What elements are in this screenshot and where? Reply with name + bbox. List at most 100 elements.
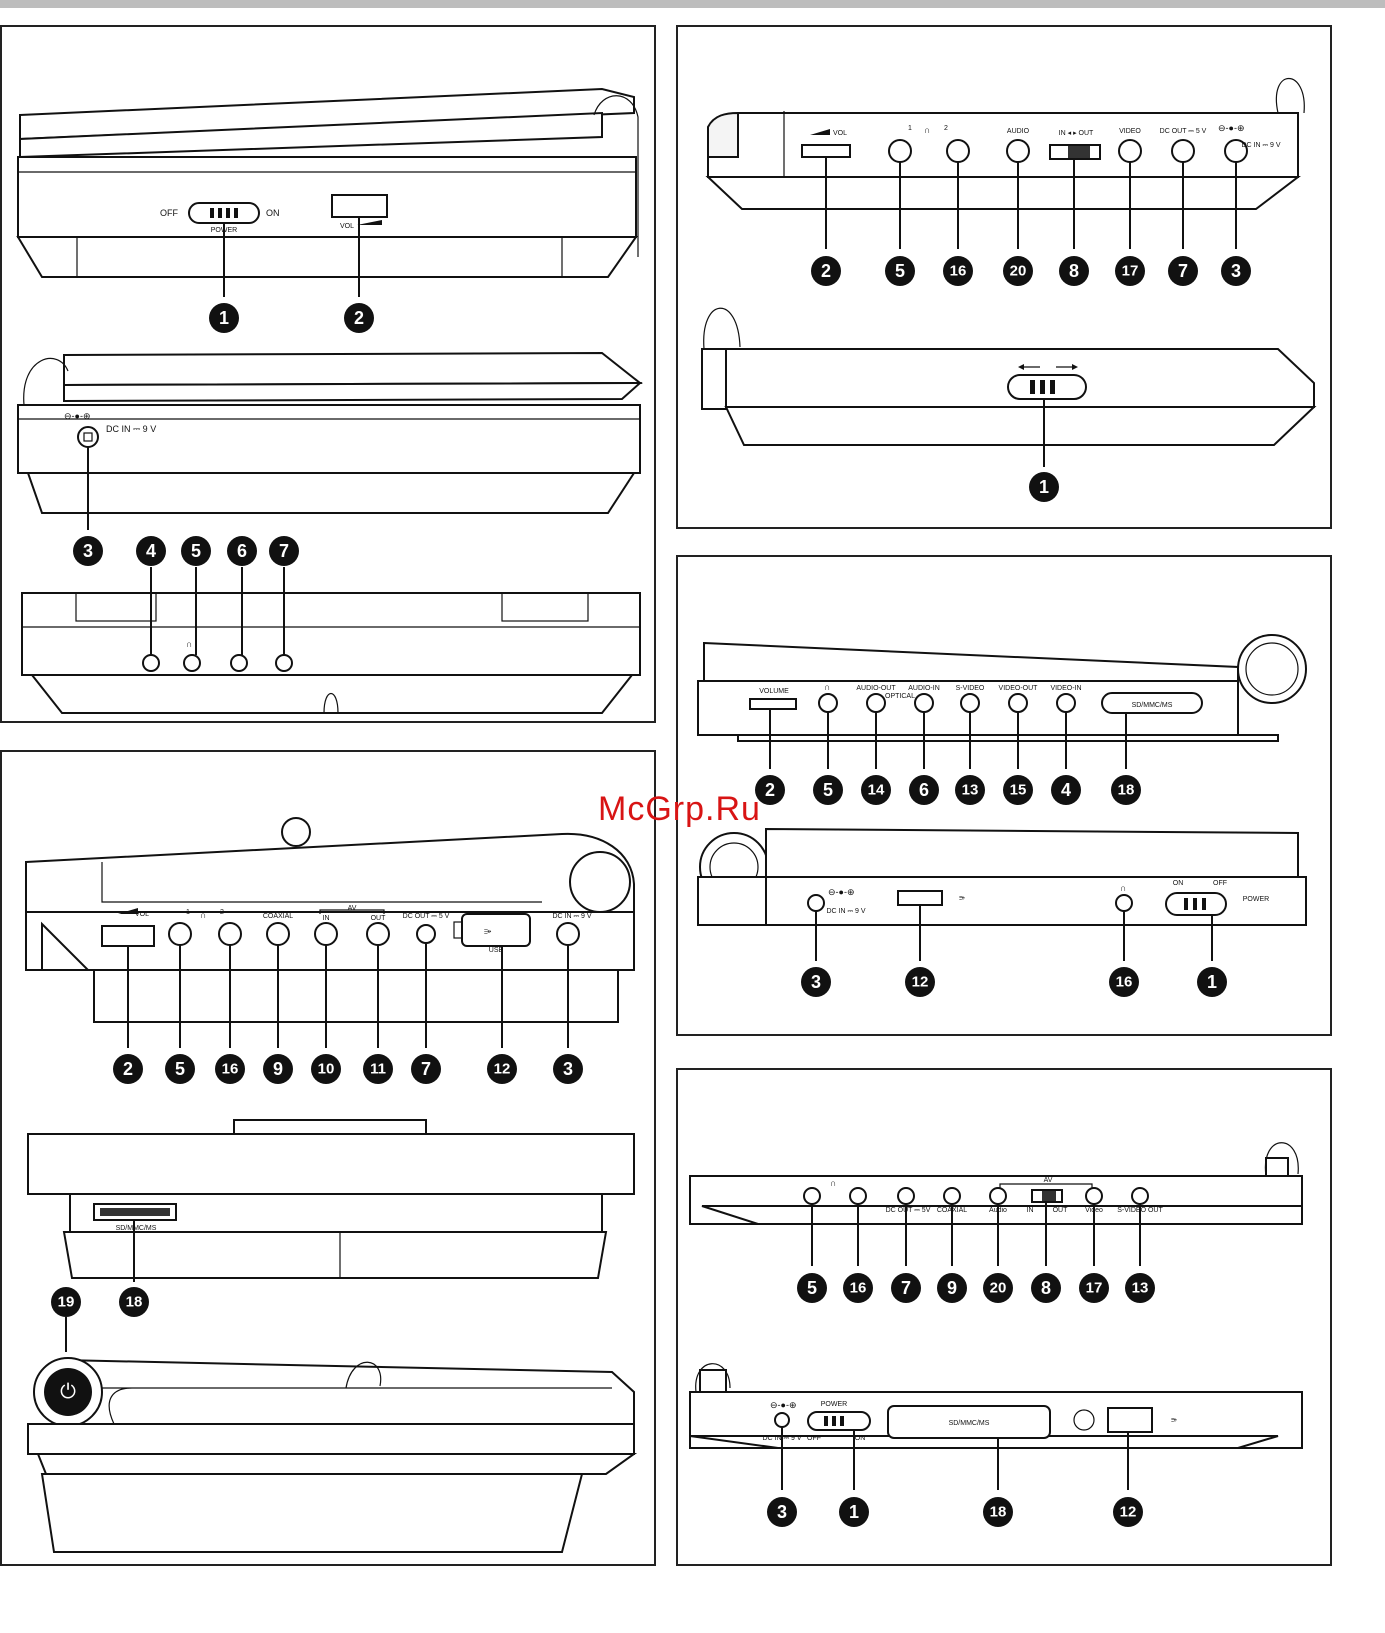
- label-vol: VOL: [135, 911, 149, 918]
- callout-3: 3: [73, 536, 103, 566]
- top-gray-bar: [0, 0, 1385, 8]
- headphone-icon: ∩: [830, 1178, 836, 1188]
- svg-text:2: 2: [821, 261, 831, 281]
- label-in: IN: [1027, 1207, 1034, 1214]
- svg-text:13: 13: [962, 782, 979, 799]
- svg-text:18: 18: [1118, 782, 1135, 799]
- polarity-symbols: ⊖-●-⊕: [64, 411, 91, 421]
- callout-5: 5: [181, 536, 211, 566]
- panel-bottom-left-drawing: VOL 1 2 ∩ COAXIAL AV IN OUT DC OUT ⎓ 5 V…: [25, 817, 638, 1553]
- usb-icon: ⭄: [1171, 1417, 1177, 1424]
- svg-text:5: 5: [175, 1059, 185, 1079]
- label-sd-mmc-ms: SD/MMC/MS: [1132, 702, 1173, 709]
- svg-text:5: 5: [191, 541, 201, 561]
- svg-text:5: 5: [807, 1278, 817, 1298]
- label-in-out: IN ◂ ▸ OUT: [1059, 130, 1094, 137]
- svg-text:11: 11: [370, 1061, 386, 1078]
- label-on: ON: [1173, 880, 1184, 887]
- panel-middle-right: VOLUME ∩ AUDIO-OUT OPTICAL AUDIO-IN S-VI…: [676, 555, 1332, 1036]
- label-power: POWER: [1243, 896, 1269, 903]
- callout-8: 8: [1031, 1273, 1061, 1303]
- svg-text:7: 7: [901, 1278, 911, 1298]
- usb-icon: ⭄: [959, 895, 965, 902]
- svg-text:3: 3: [563, 1059, 573, 1079]
- label-hp2: 2: [944, 125, 948, 132]
- polarity-symbols: ⊖-●-⊕: [828, 887, 855, 897]
- callout-5: 5: [165, 1054, 195, 1084]
- panel-top-right: VOL 1 2 ∩ AUDIO IN ◂ ▸ OUT VIDEO DC OUT …: [676, 25, 1332, 529]
- callout-17: 17: [1079, 1273, 1109, 1303]
- label-off: OFF: [1213, 880, 1227, 887]
- callout-4: 4: [1051, 775, 1081, 805]
- callout-1: 1: [1029, 472, 1059, 502]
- label-hp2: 2: [220, 909, 224, 916]
- device-side-dcin: ⊖-●-⊕ DC IN ⎓ 9 V: [17, 351, 643, 514]
- callout-18: 18: [983, 1497, 1013, 1527]
- headphone-icon: ∩: [200, 910, 206, 920]
- svg-text:4: 4: [146, 541, 156, 561]
- svg-text:8: 8: [1069, 261, 1079, 281]
- label-av: AV: [348, 905, 357, 912]
- label-video-out: VIDEO-OUT: [999, 685, 1039, 692]
- panel-bottom-right: ∩ DC OUT ⎓ 5V COAXIAL AV Audio IN OUT Vi…: [676, 1068, 1332, 1566]
- callout-5: 5: [797, 1273, 827, 1303]
- label-volume: VOLUME: [759, 688, 789, 695]
- callout-3: 3: [1221, 256, 1251, 286]
- svg-text:2: 2: [354, 308, 364, 328]
- svg-text:1: 1: [1039, 477, 1049, 497]
- headphone-icon: ∩: [824, 682, 830, 692]
- callout-12: 12: [487, 1054, 517, 1084]
- callout-16: 16: [215, 1054, 245, 1084]
- svg-text:9: 9: [273, 1059, 283, 1079]
- label-off: OFF: [160, 208, 178, 218]
- panel-middle-right-drawing: VOLUME ∩ AUDIO-OUT OPTICAL AUDIO-IN S-VI…: [697, 634, 1307, 997]
- label-sd-mmc-ms: SD/MMC/MS: [949, 1420, 990, 1427]
- label-dc-out: DC OUT ⎓ 5 V: [1160, 128, 1207, 135]
- panel-top-left-drawing: OFF ON POWER VOL 1 2 ⊖-●-⊕ DC IN ⎓ 9 V 3…: [16, 87, 643, 714]
- device-side-usb-power: ⊖-●-⊕ DC IN ⎓ 9 V ⭄ ∩ ON OFF POWER: [697, 827, 1307, 926]
- svg-text:3: 3: [811, 972, 821, 992]
- polarity-symbols: ⊖-●-⊕: [770, 1400, 797, 1410]
- callout-6: 6: [909, 775, 939, 805]
- callout-15: 15: [1003, 775, 1033, 805]
- label-dc-in: DC IN ⎓ 9 V: [1241, 142, 1280, 149]
- svg-text:16: 16: [1116, 974, 1133, 991]
- label-in: IN: [323, 915, 330, 922]
- callout-10: 10: [311, 1054, 341, 1084]
- headphone-icon: ∩: [186, 639, 192, 649]
- svg-text:16: 16: [850, 1280, 867, 1297]
- label-dc-out: DC OUT ⎓ 5 V: [403, 913, 450, 920]
- callout-3: 3: [553, 1054, 583, 1084]
- label-av: AV: [1044, 1177, 1053, 1184]
- callout-3: 3: [801, 967, 831, 997]
- label-hp1: 1: [186, 909, 190, 916]
- svg-text:12: 12: [494, 1061, 511, 1078]
- callout-13: 13: [1125, 1273, 1155, 1303]
- callout-7: 7: [891, 1273, 921, 1303]
- label-sd-mmc-ms: SD/MMC/MS: [116, 1225, 157, 1232]
- svg-text:5: 5: [895, 261, 905, 281]
- svg-text:17: 17: [1086, 1280, 1103, 1297]
- label-dc-out: DC OUT ⎓ 5V: [886, 1207, 931, 1214]
- callout-2: 2: [811, 256, 841, 286]
- callout-2: 2: [755, 775, 785, 805]
- svg-text:3: 3: [83, 541, 93, 561]
- svg-text:16: 16: [950, 263, 967, 280]
- callout-19: 19: [51, 1287, 81, 1317]
- svg-text:7: 7: [1178, 261, 1188, 281]
- callout-7: 7: [269, 536, 299, 566]
- svg-text:15: 15: [1010, 782, 1027, 799]
- callout-5: 5: [813, 775, 843, 805]
- svg-text:18: 18: [126, 1294, 143, 1311]
- usb-icon: ⭄: [484, 926, 492, 936]
- svg-text:8: 8: [1041, 1278, 1051, 1298]
- label-audio-out: AUDIO-OUT: [856, 685, 896, 692]
- label-on: ON: [855, 1435, 866, 1442]
- svg-text:1: 1: [219, 308, 229, 328]
- callout-16: 16: [943, 256, 973, 286]
- callout-12: 12: [905, 967, 935, 997]
- callout-16: 16: [1109, 967, 1139, 997]
- callout-18: 18: [119, 1287, 149, 1317]
- callout-20: 20: [983, 1273, 1013, 1303]
- callout-1: 1: [1197, 967, 1227, 997]
